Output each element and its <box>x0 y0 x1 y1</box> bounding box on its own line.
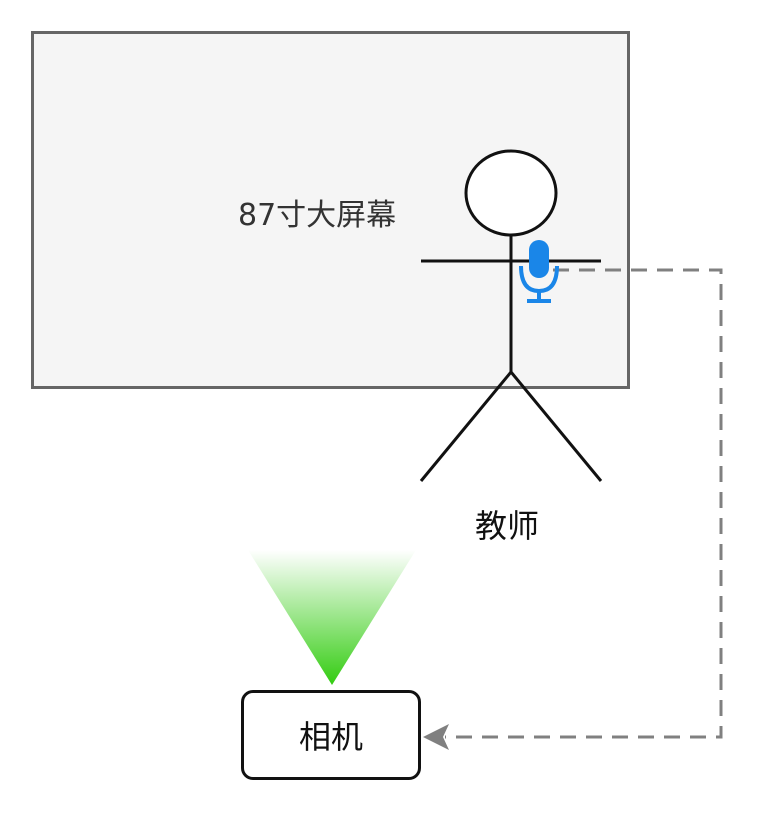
connector-arrowhead <box>423 724 449 750</box>
teacher-label: 教师 <box>475 507 540 545</box>
teacher-left-leg <box>419 371 513 482</box>
teacher-head <box>464 149 558 237</box>
teacher-right-leg <box>509 371 603 482</box>
teacher-figure <box>419 149 603 482</box>
screen-label: 87寸大屏幕 <box>238 198 397 233</box>
microphone-icon <box>519 240 559 303</box>
mic-to-camera-connector <box>445 268 723 739</box>
camera-label: 相机 <box>298 718 363 756</box>
camera-view-cone <box>248 550 416 685</box>
camera-box: 相机 <box>241 690 421 780</box>
